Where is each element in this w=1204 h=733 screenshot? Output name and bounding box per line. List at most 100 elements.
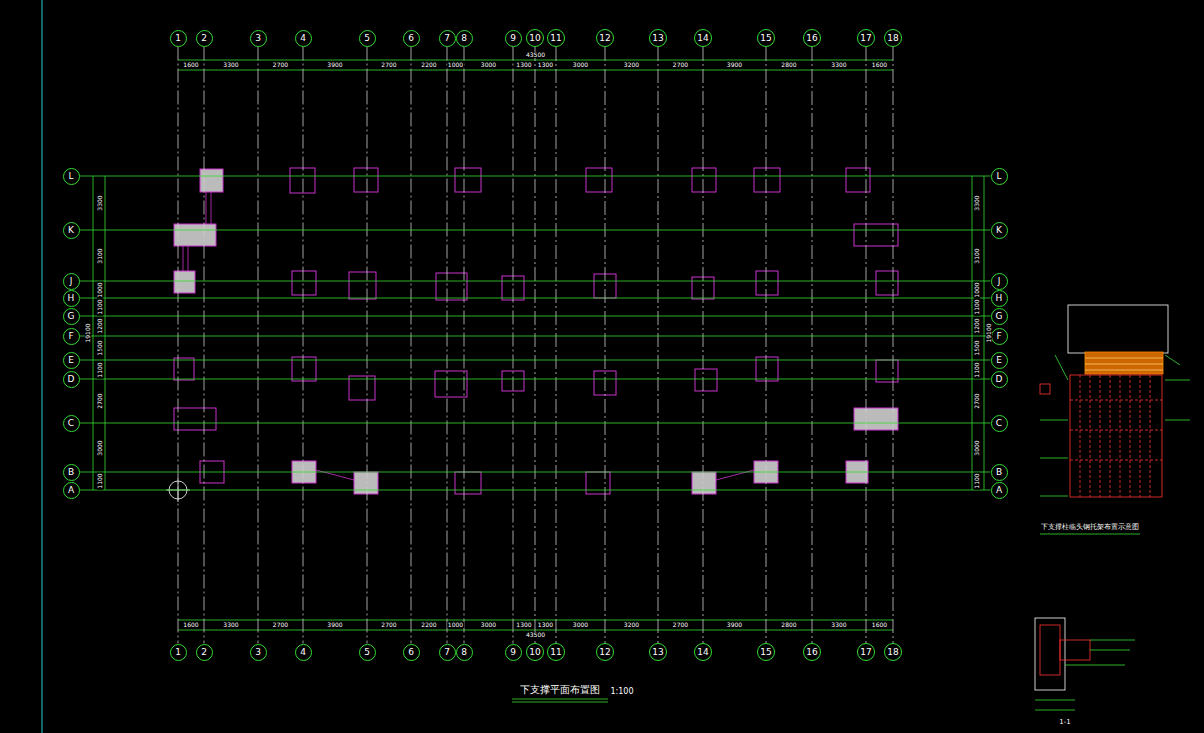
axis-line: [556, 47, 557, 643]
dimension-text: 3300: [97, 194, 103, 211]
axis-label: K: [68, 226, 74, 235]
footing: [174, 224, 216, 246]
axis-bubble: F: [991, 328, 1008, 345]
dimension-text: 3900: [326, 622, 343, 628]
axis-label: J: [998, 277, 1001, 286]
leader-lines: [1040, 355, 1190, 496]
axis-label: 2: [201, 34, 207, 43]
axis-label: 7: [444, 648, 450, 657]
dimension-text: 1000: [447, 62, 464, 68]
axis-label: 18: [887, 34, 898, 43]
dimension-text: 2800: [780, 622, 797, 628]
footing: [692, 168, 716, 192]
dimension-text: 43500: [525, 632, 546, 638]
dimension-text: 3200: [623, 62, 640, 68]
axis-bubble: 15: [757, 643, 775, 661]
dimension-lines: [93, 60, 984, 630]
axis-bubble: 18: [884, 643, 902, 661]
leader-lines: [1035, 640, 1135, 710]
axis-label: 8: [461, 34, 467, 43]
axis-line: [658, 47, 659, 643]
footing: [586, 168, 612, 192]
axis-bubble: 16: [803, 29, 821, 47]
dimension-text: 3300: [830, 62, 847, 68]
axis-label: F: [68, 332, 73, 341]
dimension-text: 1500: [974, 339, 980, 356]
axis-label: 18: [887, 648, 898, 657]
dimension-text: 2700: [380, 622, 397, 628]
bracket-section: [1060, 640, 1090, 660]
axis-line: [80, 472, 991, 473]
axis-bubble: A: [63, 482, 80, 499]
dimension-text: 1300: [515, 622, 532, 628]
footing: [846, 168, 870, 192]
axis-line: [605, 47, 606, 643]
axis-label: 7: [444, 34, 450, 43]
pile-cap: [1070, 375, 1162, 497]
dimension-text: 2700: [672, 622, 689, 628]
axis-bubble: J: [63, 273, 80, 290]
axis-bubble: 15: [757, 29, 775, 47]
footing: [435, 371, 467, 397]
axis-label: 11: [550, 648, 561, 657]
axis-label: C: [68, 419, 74, 428]
axis-bubble: H: [991, 290, 1008, 307]
dimension-text: 3900: [726, 622, 743, 628]
axis-line: [893, 47, 894, 643]
dimension-text: 3100: [974, 247, 980, 264]
axis-bubble: 10: [526, 643, 544, 661]
axis-bubble: 4: [295, 30, 312, 47]
axis-label: H: [996, 294, 1003, 303]
dimension-text: 3000: [97, 439, 103, 456]
axis-line: [80, 360, 991, 361]
axis-bubble: G: [63, 308, 80, 325]
dimension-text: 1100: [974, 298, 980, 315]
axis-line: [303, 47, 304, 644]
axis-label: D: [68, 375, 75, 384]
axis-line: [703, 47, 704, 643]
dimension-text: 3300: [830, 622, 847, 628]
axis-bubble: 3: [250, 30, 267, 47]
dimension-text: 2700: [380, 62, 397, 68]
dimension-line: [105, 176, 106, 490]
tie-beam: [183, 246, 184, 271]
axis-bubble: 12: [596, 29, 614, 47]
axis-label: 14: [697, 34, 708, 43]
axis-bubble: 9: [505, 644, 522, 661]
axis-label: 15: [760, 34, 771, 43]
axis-label: B: [68, 468, 74, 477]
axis-label: H: [68, 294, 75, 303]
axis-label: 13: [652, 648, 663, 657]
dimension-text: 1200: [974, 317, 980, 334]
footing: [455, 168, 481, 192]
tie-beam: [206, 192, 207, 224]
axis-bubble: 1: [170, 30, 187, 47]
footing: [174, 271, 195, 293]
rebar-cage: [1040, 625, 1060, 675]
rebar-lines: [1070, 400, 1162, 460]
dimension-text: 1300: [537, 622, 554, 628]
axis-line: [513, 47, 514, 644]
axis-label: 5: [364, 34, 370, 43]
footing: [692, 472, 716, 494]
dimension-line: [178, 630, 893, 631]
dimension-text: 2700: [97, 392, 103, 409]
footing: [200, 169, 223, 192]
axis-label: E: [996, 356, 1002, 365]
dimension-text: 19100: [85, 322, 91, 343]
axis-bubble: 17: [857, 643, 875, 661]
tie-beam: [316, 470, 354, 480]
bracket-hatch: [1085, 370, 1163, 371]
axis-label: 9: [510, 34, 516, 43]
axis-line: [258, 47, 259, 644]
dimension-text: 2700: [672, 62, 689, 68]
axis-label: 1: [175, 34, 181, 43]
drawing-title: 下支撑平面布置图: [520, 685, 600, 695]
axis-bubble: C: [991, 415, 1008, 432]
axis-bubble: K: [991, 222, 1008, 239]
axis-label: G: [996, 312, 1003, 321]
axis-label: 17: [860, 648, 871, 657]
axis-bubble: 11: [547, 643, 565, 661]
